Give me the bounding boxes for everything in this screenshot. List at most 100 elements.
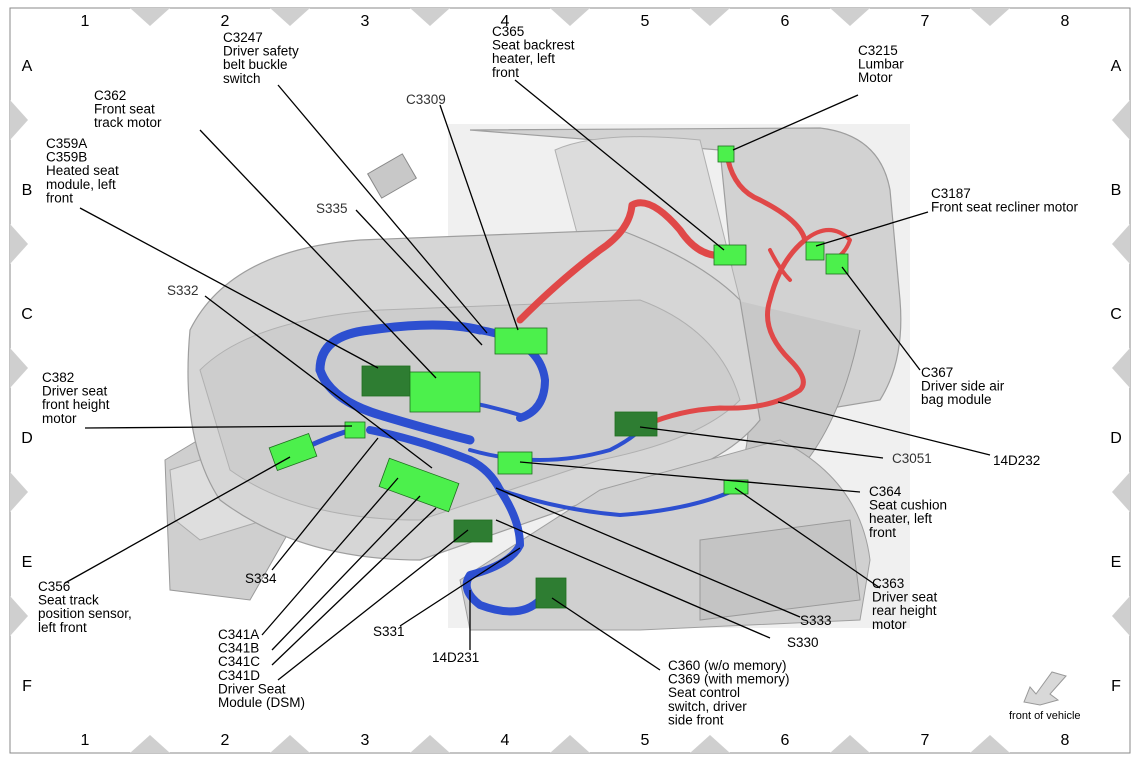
callout-line: bag module xyxy=(921,392,992,407)
grid-column-bottom-1: 1 xyxy=(81,732,90,749)
grid-row-left-c: C xyxy=(21,306,33,323)
callout-line: side front xyxy=(668,712,724,727)
svg-text:C3051: C3051 xyxy=(892,451,932,466)
callout-line: C369 (with memory) xyxy=(668,672,790,687)
grid-column-top-2: 2 xyxy=(221,13,230,30)
callout-14d232: 14D232 xyxy=(993,453,1040,468)
callout-line: Seat control xyxy=(668,685,740,700)
grid-row-right-f: F xyxy=(1111,678,1121,695)
connector-c3309 xyxy=(494,327,548,355)
callout-line: Motor xyxy=(858,70,893,85)
callout-line: Seat backrest xyxy=(492,38,575,53)
callout-line: position sensor, xyxy=(38,606,132,621)
grid-row-left-a: A xyxy=(22,58,33,75)
callout-line: S333 xyxy=(800,613,832,628)
callout-line: heater, left xyxy=(869,511,932,526)
connector-c363 xyxy=(723,479,749,495)
callout-line: Seat track xyxy=(38,593,99,608)
callout-line: rear height xyxy=(872,603,937,618)
callout-s335: S335 xyxy=(316,201,348,216)
callout-s332: S332 xyxy=(167,283,199,298)
svg-text:S332: S332 xyxy=(167,283,199,298)
callout-c3309: C3309 xyxy=(406,92,446,107)
callout-line: C362 xyxy=(94,88,126,103)
callout-line: motor xyxy=(42,411,77,426)
grid-row-left-d: D xyxy=(21,430,33,447)
callout-line: Lumbar xyxy=(858,57,904,72)
callout-line: left front xyxy=(38,620,87,635)
callout-line: C3187 xyxy=(931,186,971,201)
callout-14d231: 14D231 xyxy=(432,650,479,665)
callout-line: C341C xyxy=(218,654,260,669)
svg-text:S331: S331 xyxy=(373,624,405,639)
svg-text:14D231: 14D231 xyxy=(432,650,479,665)
svg-text:S333: S333 xyxy=(800,613,832,628)
callout-line: S330 xyxy=(787,635,819,650)
callout-line: 14D232 xyxy=(993,453,1040,468)
grid-row-right-e: E xyxy=(1111,554,1122,571)
connector-c3187 xyxy=(805,241,825,261)
callout-line: C359B xyxy=(46,150,87,165)
connector-c365 xyxy=(713,244,747,266)
callout-line: S331 xyxy=(373,624,405,639)
connector-c362 xyxy=(409,371,481,413)
grid-column-top-1: 1 xyxy=(81,13,90,30)
callout-line: 14D231 xyxy=(432,650,479,665)
grid-column-top-7: 7 xyxy=(921,13,930,30)
grid-column-top-3: 3 xyxy=(361,13,370,30)
callout-line: front xyxy=(492,65,519,80)
grid-row-labels-left: A B C D E F xyxy=(21,58,33,695)
connector-c356 xyxy=(268,433,318,471)
grid-row-right-c: C xyxy=(1110,306,1122,323)
callout-line: Driver safety xyxy=(223,44,299,59)
callout-line: switch, driver xyxy=(668,699,747,714)
grid-row-left-f: F xyxy=(22,678,32,695)
grid-row-left-b: B xyxy=(22,182,33,199)
callout-line: C3247 xyxy=(223,30,263,45)
connector-c3051 xyxy=(614,411,658,437)
grid-row-right-a: A xyxy=(1111,58,1122,75)
callout-line: C382 xyxy=(42,370,74,385)
callout-line: C367 xyxy=(921,365,953,380)
harness-14d232-red xyxy=(516,157,852,428)
callout-line: belt buckle xyxy=(223,57,288,72)
grid-row-left-e: E xyxy=(22,554,33,571)
grid-column-top-6: 6 xyxy=(781,13,790,30)
callout-line: Seat cushion xyxy=(869,498,947,513)
callout-line: S332 xyxy=(167,283,199,298)
grid-column-top-8: 8 xyxy=(1061,13,1070,30)
grid-row-right-d: D xyxy=(1110,430,1122,447)
callout-s334: S334 xyxy=(245,571,277,586)
callout-line: C359A xyxy=(46,136,87,151)
grid-border-markers xyxy=(10,8,1130,753)
connector-c3215 xyxy=(717,145,735,163)
callout-line: C3309 xyxy=(406,92,446,107)
grid-column-bottom-5: 5 xyxy=(641,732,650,749)
connectors xyxy=(268,145,849,609)
callout-line: C341A xyxy=(218,627,259,642)
callout-line: front height xyxy=(42,397,110,412)
grid-column-bottom-2: 2 xyxy=(221,732,230,749)
connector-c367 xyxy=(825,253,849,275)
callout-line: front xyxy=(869,525,896,540)
